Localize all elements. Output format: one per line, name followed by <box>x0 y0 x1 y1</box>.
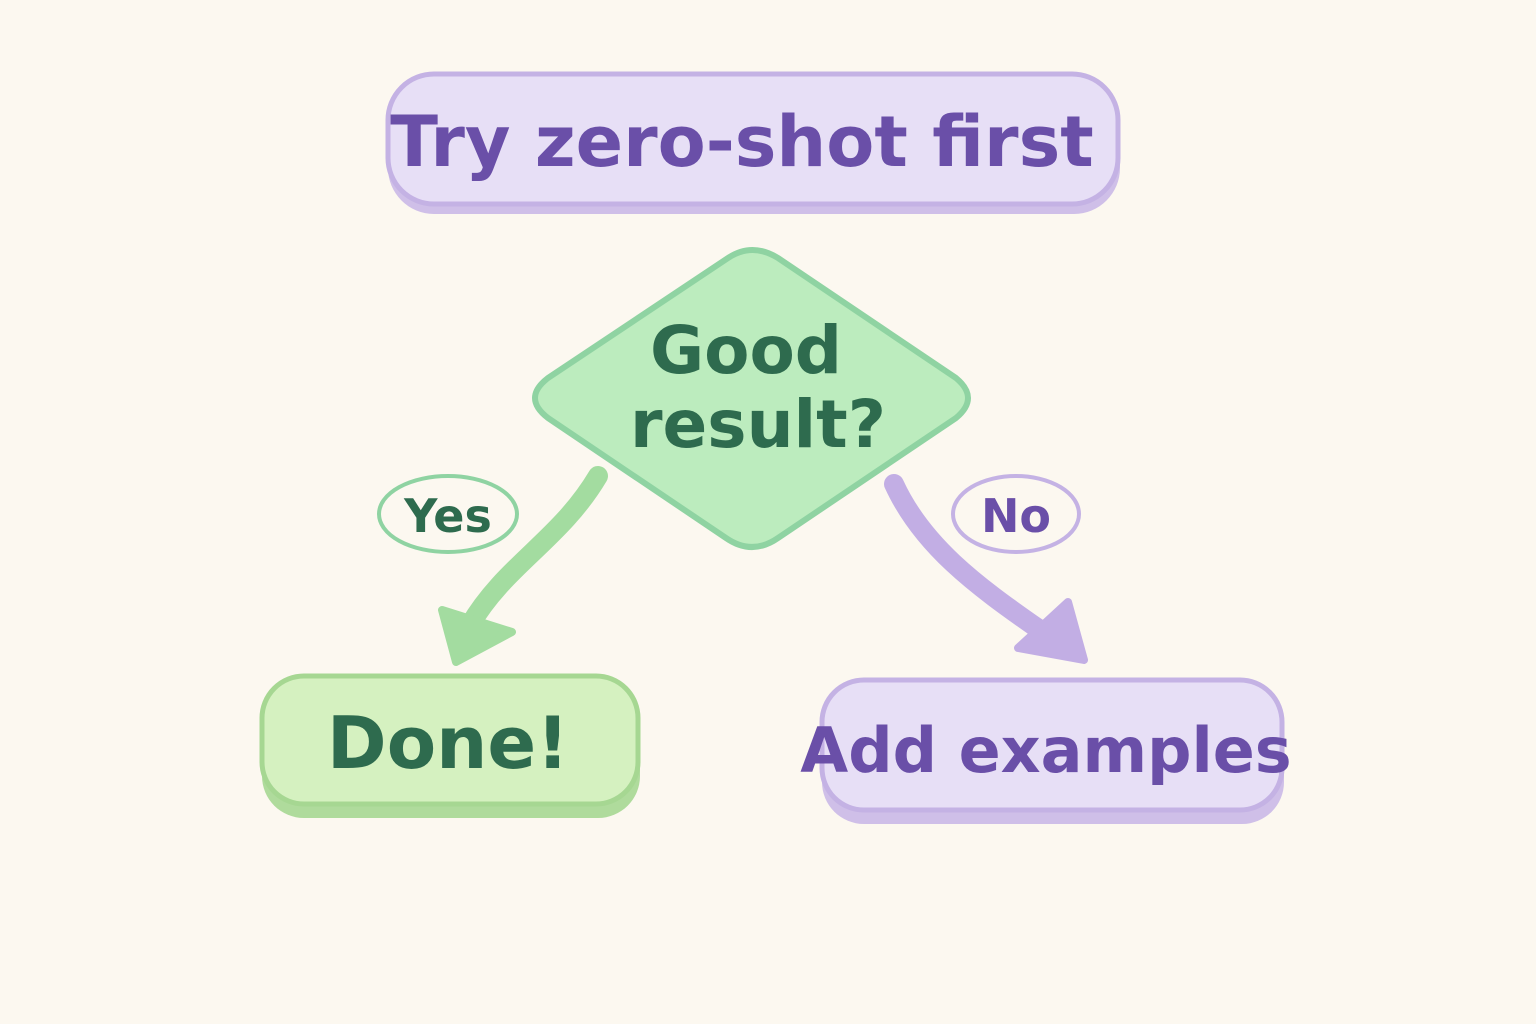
no-arrow-shaft <box>884 474 1050 640</box>
start-node: Try zero-shot first <box>385 71 1121 214</box>
decision-diamond <box>532 247 971 550</box>
yes-arrow-head <box>438 606 516 666</box>
done-node: Done! <box>259 673 641 818</box>
no-badge-label: No <box>981 489 1051 543</box>
start-node-box <box>385 71 1121 207</box>
no-badge-oval <box>951 474 1081 554</box>
done-node-label: Done! <box>327 701 569 785</box>
yes-badge-label: Yes <box>403 489 492 543</box>
no-arrow-head <box>1014 598 1088 664</box>
yes-arrow <box>438 466 608 666</box>
done-node-box <box>259 673 641 807</box>
yes-branch-badge: Yes <box>377 474 519 554</box>
decision-label-line1: Good <box>650 312 842 389</box>
decision-label-line2: result? <box>630 386 886 463</box>
add-examples-node: Add examples <box>800 677 1292 824</box>
yes-arrow-shaft <box>460 466 608 635</box>
yes-badge-oval <box>377 474 519 554</box>
add-examples-node-label: Add examples <box>800 714 1291 787</box>
no-arrow <box>884 474 1088 664</box>
add-examples-node-box <box>819 677 1285 813</box>
start-node-label: Try zero-shot first <box>390 101 1093 183</box>
no-branch-badge: No <box>951 474 1081 554</box>
decision-node: Good result? <box>532 247 971 550</box>
